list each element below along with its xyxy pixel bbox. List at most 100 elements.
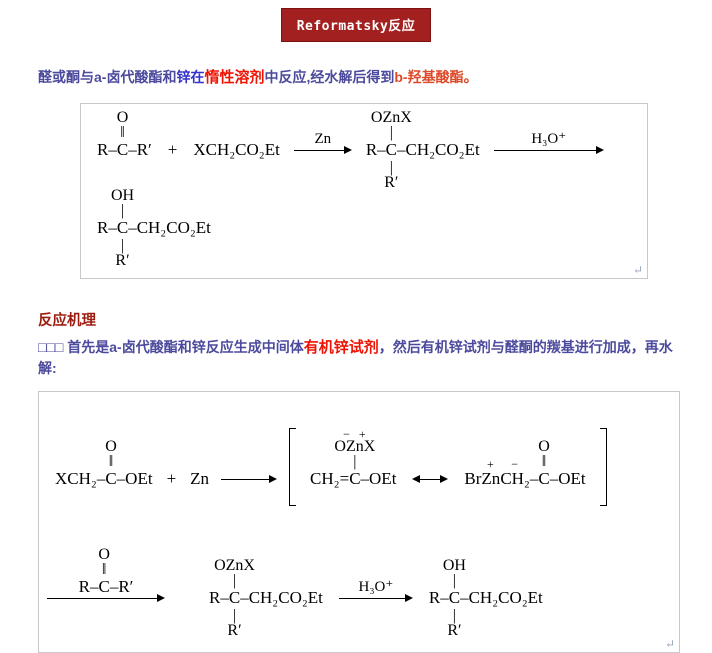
left-arrowhead-icon: [412, 475, 421, 483]
zn-reaction-arrow: Zn: [293, 132, 352, 160]
chem-text: CH₂: [500, 469, 530, 488]
single-bond-icon: |: [120, 202, 125, 219]
mechanism-text: □□□ 首先是a-卤代酸酯和锌反应生成中间体: [38, 339, 304, 355]
arrow-label-zn: Zn: [314, 131, 332, 147]
zinc-label: Zn: [190, 469, 210, 488]
double-bond-icon: ‖: [541, 453, 547, 470]
left-bracket: [289, 428, 297, 506]
chem-text: –R′: [128, 140, 152, 159]
carbanion-charge-group: −: [511, 457, 519, 471]
chem-text: R–: [365, 140, 386, 159]
chem-text: R–: [78, 577, 99, 596]
chem-text: –CH₂CO₂Et: [128, 218, 211, 237]
hydrolysis-arrow: H₃O⁺: [338, 580, 413, 608]
chem-text: –OEt: [116, 469, 153, 488]
arrow-label-h3o: H₃O⁺: [358, 579, 394, 595]
above-bond-group: − +OZnX|: [334, 427, 376, 470]
return-anchor-icon[interactable]: ↵: [664, 637, 675, 651]
plus-sign: +: [166, 469, 177, 488]
intro-highlight-zinc: 锌在: [176, 69, 205, 85]
above-bond-group: O‖: [105, 439, 117, 470]
below-bond-group: |R′: [115, 237, 129, 269]
single-bond-icon: |: [389, 124, 393, 141]
oxygen-label: O: [116, 109, 129, 126]
chem-text: C: [448, 588, 461, 607]
below-bond-group: |R′: [447, 607, 461, 639]
resonance-arrow: [412, 469, 449, 489]
minus-charge: −: [511, 457, 519, 471]
chem-text: C: [116, 140, 129, 159]
chem-text: C: [385, 140, 398, 159]
single-bond-icon: |: [452, 572, 457, 589]
right-arrowhead-icon: [440, 475, 449, 483]
chem-text: –OEt: [360, 469, 397, 488]
single-bond-icon: |: [232, 572, 237, 589]
above-bond-group: O‖: [116, 109, 129, 141]
chem-text: C: [349, 469, 361, 488]
return-anchor-icon[interactable]: ↵: [632, 263, 643, 277]
chem-text: –OEt: [549, 469, 586, 488]
forward-arrow: [221, 469, 278, 489]
oxygen-label: O: [98, 546, 110, 563]
intro-paragraph: 醛或酮与a-卤代酸酯和锌在惰性溶剂中反应,经水解后得到b-羟基酸酯。: [38, 67, 678, 88]
chem-text: XCH₂–: [55, 469, 106, 488]
chem-text: Zn: [481, 469, 501, 488]
plus-charge: +: [486, 457, 495, 471]
arrow-label-h3o: H₃O⁺: [531, 131, 567, 147]
below-bond-group: |R′: [227, 607, 241, 639]
oh-label: OH: [110, 187, 135, 204]
chem-text: –CH₂CO₂Et: [460, 588, 543, 607]
single-bond-icon: |: [389, 159, 393, 176]
hydrolysis-arrow: H₃O⁺: [493, 132, 604, 160]
single-bond-icon: |: [120, 237, 125, 254]
mechanism-text-2: ，然后有机锌试剂与醛酮的羰基进行加成，再水解:: [38, 339, 673, 376]
intro-text-2: 中反应,经水解后得到: [264, 69, 395, 85]
haloester-formula: XCH₂CO₂Et: [193, 140, 280, 159]
chem-text: –CH₂CO₂Et: [397, 140, 480, 159]
plus-sign: +: [167, 140, 178, 159]
bond-text: –: [529, 469, 539, 488]
below-bond-group: |R′: [384, 159, 398, 191]
methylene-group: CH₂−: [500, 458, 530, 489]
enolate-carbon: C− +OZnX|: [334, 428, 375, 489]
chem-text: C: [105, 469, 117, 488]
zinc-atom: Zn+: [481, 458, 501, 489]
zinc-charge-group: +: [486, 457, 495, 471]
above-bond-group: OH|: [443, 558, 466, 589]
chem-text: Br: [464, 469, 482, 488]
oznx-label: OZnX: [334, 438, 376, 455]
above-bond-group: OZnX|: [370, 109, 412, 141]
chem-text: –R′: [109, 577, 134, 596]
chem-text: C: [116, 218, 129, 237]
zinc-enolate-structure: CH₂=C− +OZnX|–OEt: [310, 428, 397, 489]
chem-text: R–: [428, 588, 449, 607]
single-bond-icon: |: [452, 607, 457, 624]
chem-text: R–: [209, 588, 229, 607]
oznx-label: OZnX: [370, 109, 412, 126]
intro-highlight-solvent: 惰性溶剂: [204, 69, 265, 86]
single-bond-icon: |: [353, 453, 357, 470]
double-bond-icon: ‖: [101, 561, 107, 578]
double-bond-icon: ‖: [120, 124, 125, 141]
charge-labels: − +: [343, 427, 367, 441]
chem-text: R–: [97, 140, 117, 159]
single-bond-icon: |: [232, 607, 237, 624]
chem-text: CH₂=: [310, 469, 350, 488]
above-bond-group: O‖: [538, 439, 550, 470]
above-bond-group: OZnX|: [214, 558, 255, 589]
chem-text: R–: [97, 218, 117, 237]
